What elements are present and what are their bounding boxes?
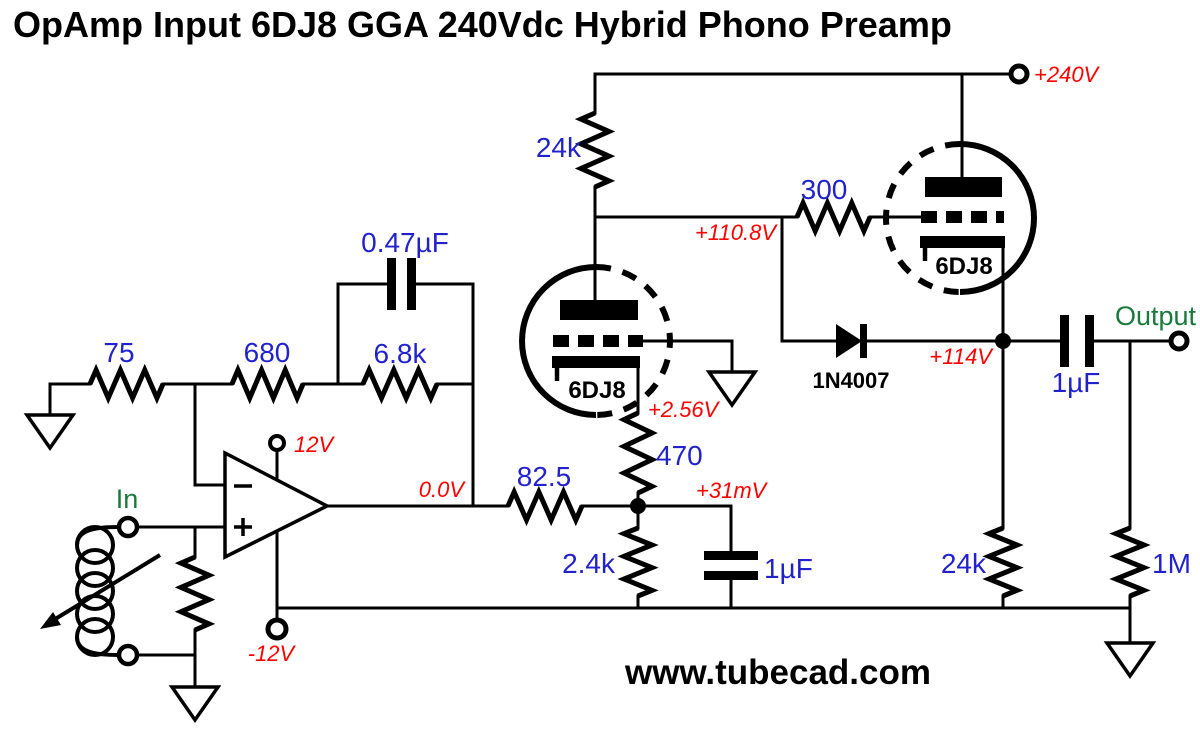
label-v240: +240V — [1034, 62, 1101, 87]
resistor-82.5 — [505, 485, 585, 527]
tube1-cathode — [552, 356, 640, 368]
opamp-triangle — [223, 450, 331, 560]
grounds — [23, 370, 1157, 724]
tube1-6dj8 — [519, 264, 673, 418]
junction-dot — [630, 498, 646, 514]
opamp-noninverting-input-icon — [234, 518, 252, 536]
variable-arrow — [50, 553, 162, 623]
cap-plate — [704, 551, 758, 560]
label-r82-5: 82.5 — [517, 461, 572, 492]
label-input: In — [116, 484, 139, 514]
resistor-300 — [794, 196, 873, 238]
label-r75: 75 — [103, 337, 134, 368]
cartridge-coil — [40, 525, 162, 657]
tube1-envelope-dashed — [595, 264, 673, 418]
coil-loop — [75, 571, 115, 611]
label-r2k4: 2.4k — [562, 548, 616, 579]
terminal-input-bottom — [116, 643, 140, 667]
resistor-470 — [618, 410, 658, 496]
opamp — [223, 450, 331, 560]
resistor-24k-bleed — [982, 525, 1024, 599]
label-r6k8: 6.8k — [374, 338, 428, 369]
variable-arrow-head — [40, 612, 61, 629]
resistor-24k-plate — [574, 110, 616, 190]
resistors — [87, 110, 1151, 633]
tube1-envelope-solid — [519, 264, 597, 418]
coil-loop — [75, 548, 115, 588]
tube2-envelope-solid — [959, 141, 1037, 295]
label-tube2: 6DJ8 — [935, 253, 992, 280]
junction-dot — [995, 333, 1011, 349]
label-r470: 470 — [656, 440, 703, 471]
cap-plate — [387, 258, 396, 310]
labels: OpAmp Input 6DJ8 GGA 240Vdc Hybrid Phono… — [13, 4, 1197, 692]
ground-icon — [1103, 641, 1157, 680]
label-tube1: 6DJ8 — [568, 377, 625, 404]
label-v12: 12V — [294, 432, 335, 457]
tube1-plate — [560, 300, 638, 320]
watermark: www.tubecad.com — [624, 653, 931, 692]
capacitor-1uf-shunt — [704, 551, 758, 580]
label-v2-56: +2.56V — [648, 397, 721, 422]
label-r24k-plate: 24k — [536, 132, 582, 163]
label-v0-0: 0.0V — [419, 477, 467, 502]
coil-loop — [75, 525, 115, 565]
label-v114: +114V — [929, 344, 994, 369]
cap-plate — [1060, 315, 1069, 367]
ground-icon — [23, 413, 77, 452]
label-diode: 1N4007 — [812, 368, 889, 393]
page-title: OpAmp Input 6DJ8 GGA 240Vdc Hybrid Phono… — [13, 4, 952, 45]
label-vminus12: -12V — [248, 641, 297, 666]
capacitor-0.47uf — [387, 258, 416, 310]
tube2-6dj8 — [883, 141, 1037, 295]
label-v110-8: +110.8V — [695, 220, 778, 245]
resistor-2.4k — [617, 525, 659, 599]
terminal-output — [1168, 330, 1190, 352]
ground-icon — [705, 370, 759, 409]
tube2-cathode — [920, 236, 1005, 248]
terminal-input-top — [116, 515, 140, 539]
ground-icon — [168, 685, 222, 724]
label-r680: 680 — [244, 337, 291, 368]
resistor-1m — [1109, 525, 1151, 599]
label-r24k-bleed: 24k — [941, 548, 987, 579]
cap-plate — [704, 571, 758, 580]
diode-cathode-bar — [860, 324, 867, 358]
resistor-cartridge-load — [174, 554, 216, 633]
terminal-plus12v — [268, 434, 286, 452]
diode-1n4007 — [836, 324, 867, 358]
resistor-75 — [87, 363, 166, 405]
terminal-minus12v — [265, 617, 289, 641]
cap-plate — [1085, 315, 1094, 367]
label-r1m: 1M — [1152, 548, 1191, 579]
resistor-680 — [229, 363, 306, 405]
label-output: Output — [1115, 301, 1197, 331]
diode-anode-triangle — [836, 324, 862, 358]
cap-plate — [407, 258, 416, 310]
tube2-plate — [925, 177, 1002, 197]
resistor-6.8k — [360, 363, 440, 405]
label-c047: 0.47µF — [361, 227, 449, 258]
label-v31mv: +31mV — [696, 478, 769, 503]
terminal-b-plus — [1008, 63, 1030, 85]
tube2-envelope-dashed — [883, 141, 961, 295]
label-r300: 300 — [801, 174, 848, 205]
coil-loop — [75, 617, 115, 657]
capacitor-1uf-output — [1060, 315, 1094, 367]
label-c1uf-shunt: 1µF — [764, 553, 813, 584]
label-c1uf-out: 1µF — [1052, 367, 1101, 398]
